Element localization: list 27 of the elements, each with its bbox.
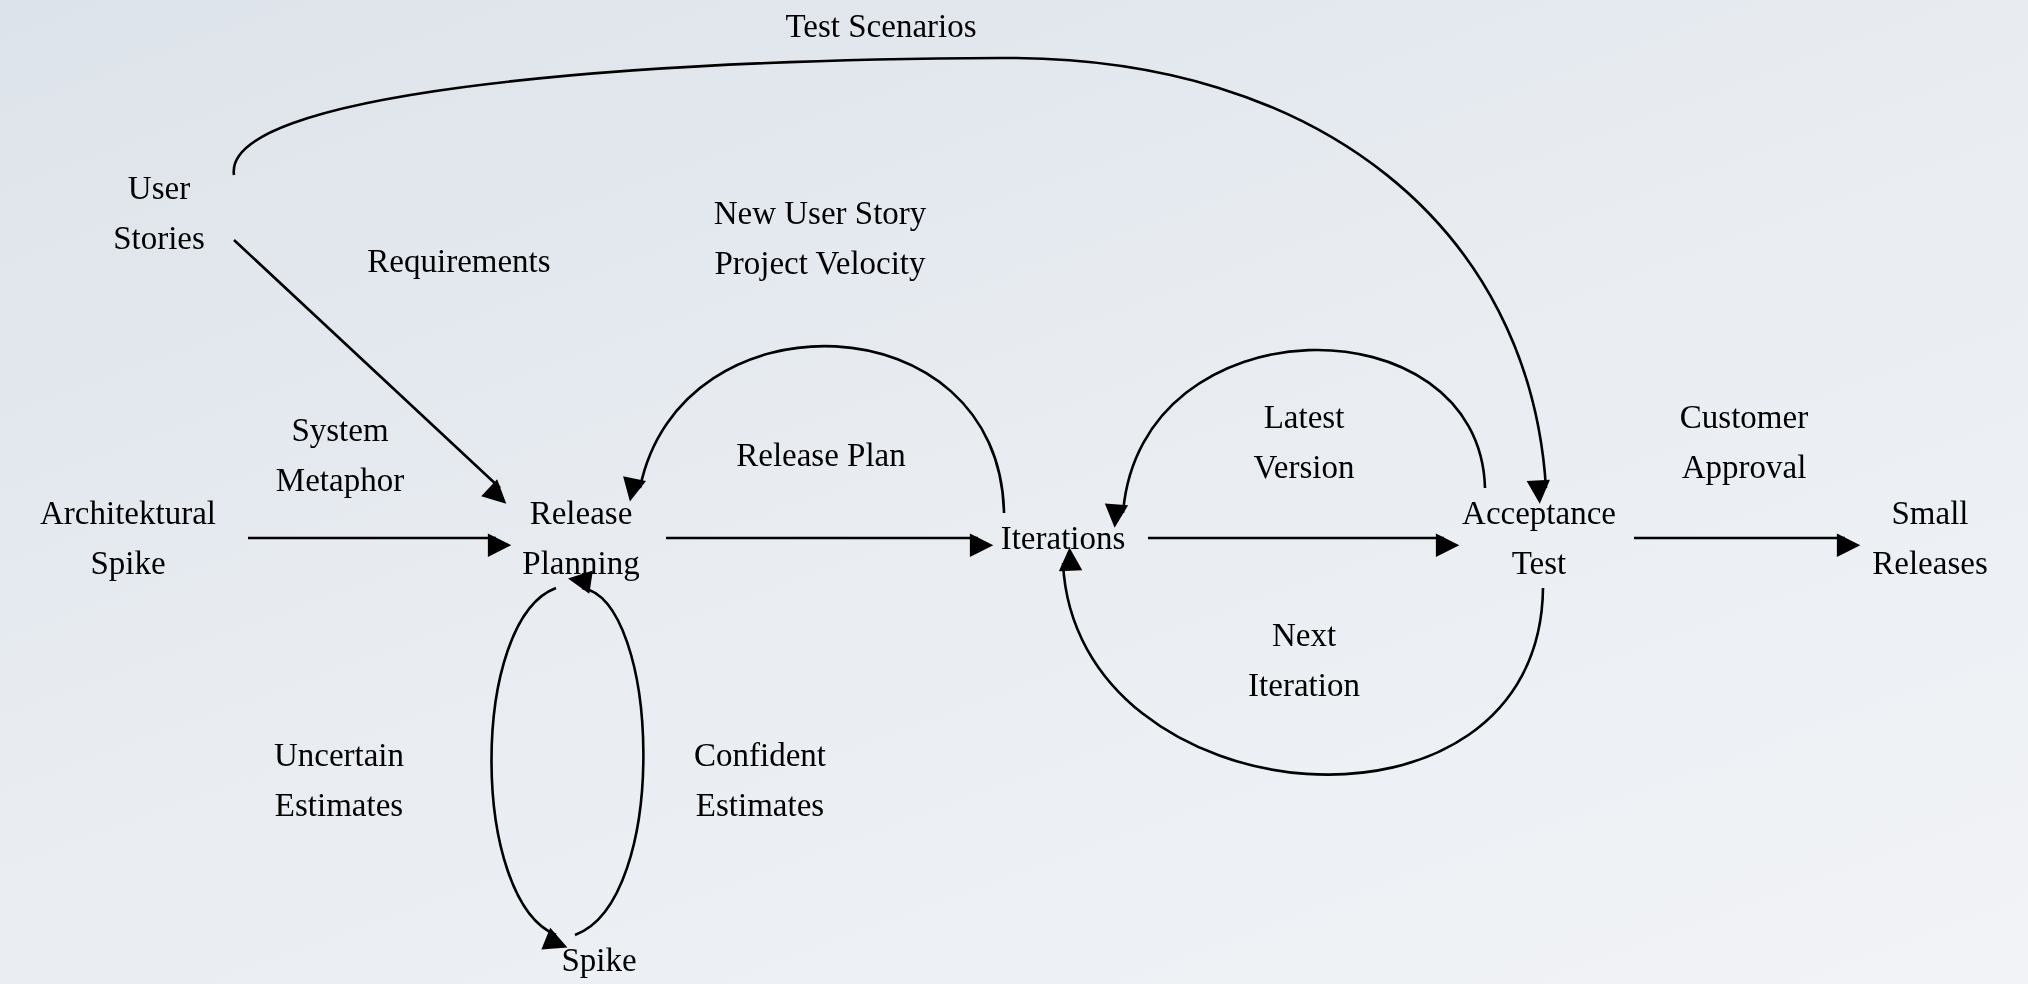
node-label: Architektural Spike <box>8 488 248 588</box>
node-label: Small Releases <box>1845 488 2015 588</box>
edge-label: Customer Approval <box>1678 398 1810 487</box>
arrow <box>624 345 1006 514</box>
arrow <box>1060 546 1545 776</box>
edge-label: Test Scenarios <box>784 7 978 46</box>
node-label: Iterations <box>978 513 1148 563</box>
edge-label: System Metaphor <box>274 411 406 500</box>
arrow <box>666 533 994 557</box>
arrow <box>1148 533 1460 557</box>
arrow <box>1634 533 1861 557</box>
node-label: Acceptance Test <box>1444 488 1634 588</box>
node-label: Release Planning <box>496 488 666 588</box>
node-label: Spike <box>544 935 654 984</box>
edge-label: Next Iteration <box>1247 616 1361 705</box>
arrow <box>232 56 1550 505</box>
arrow <box>1106 349 1487 527</box>
edge-label: Uncertain Estimates <box>272 736 406 825</box>
edge-label: Requirements <box>366 242 552 281</box>
arrow <box>490 586 565 950</box>
edge-label: Release Plan <box>735 436 907 475</box>
node-label: User Stories <box>84 163 234 263</box>
edge-label: Confident Estimates <box>693 736 827 825</box>
arrow <box>233 239 507 504</box>
arrow <box>248 533 512 557</box>
edge-label: New User Story Project Velocity <box>712 194 928 283</box>
edge-label: Latest Version <box>1252 398 1356 487</box>
